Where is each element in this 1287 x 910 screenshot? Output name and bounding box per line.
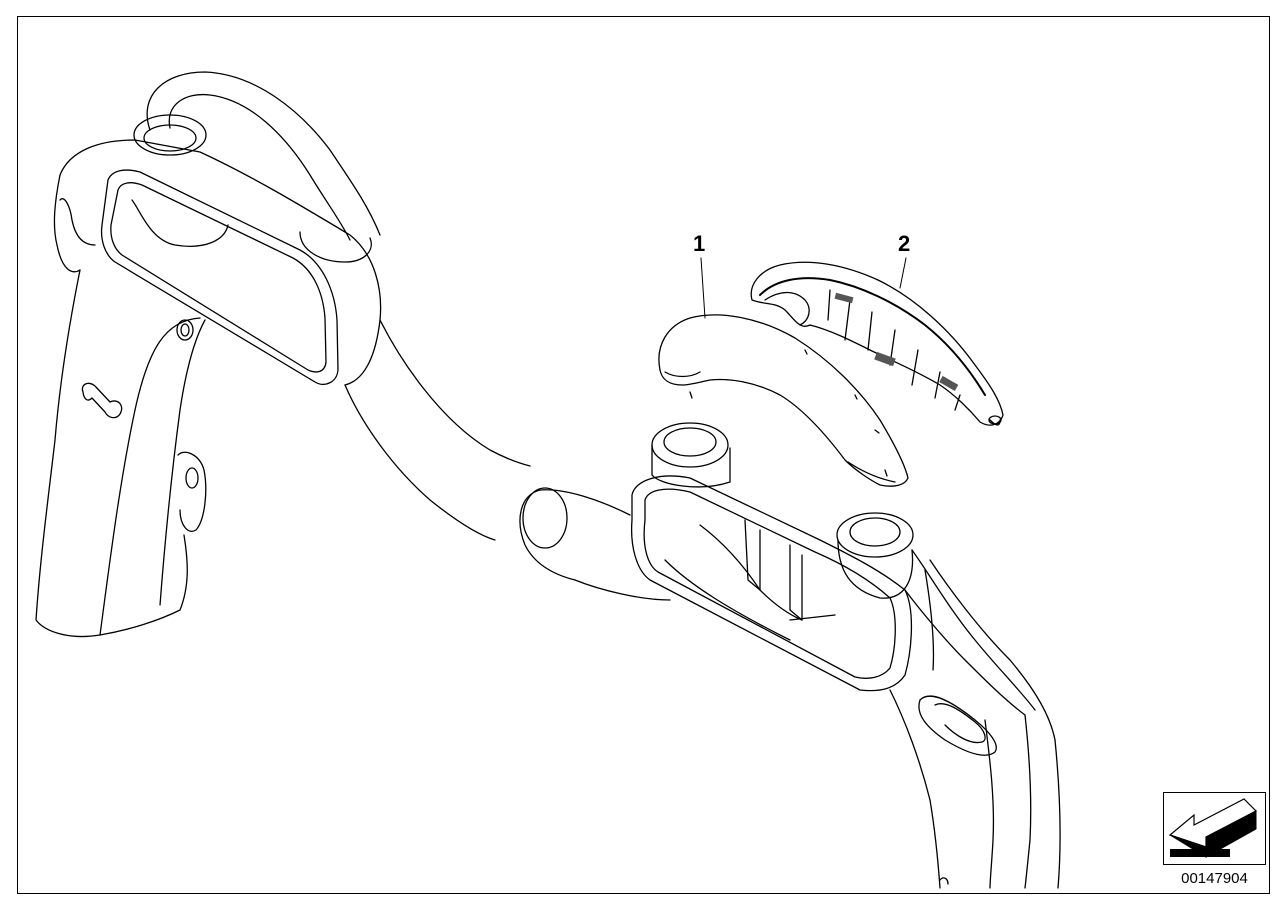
direction-navigation-button[interactable]: [1163, 792, 1266, 865]
steering-wheel-frame-left: [35, 71, 531, 638]
diagram-frame: [17, 16, 1270, 894]
arrow-down-left-icon: [1168, 798, 1258, 858]
leader-line-1: [700, 257, 706, 319]
leader-line-2: [899, 257, 907, 289]
part-2-lower-trim-shell: [750, 261, 1004, 426]
part-1-trim-cover: [658, 314, 909, 487]
diagram-number: 00147904: [1181, 870, 1248, 887]
callout-label-2: 2: [898, 231, 911, 256]
leader-lines: [700, 257, 907, 319]
steering-wheel-frame-center: [519, 422, 1061, 889]
callout-label-1: 1: [693, 231, 706, 256]
